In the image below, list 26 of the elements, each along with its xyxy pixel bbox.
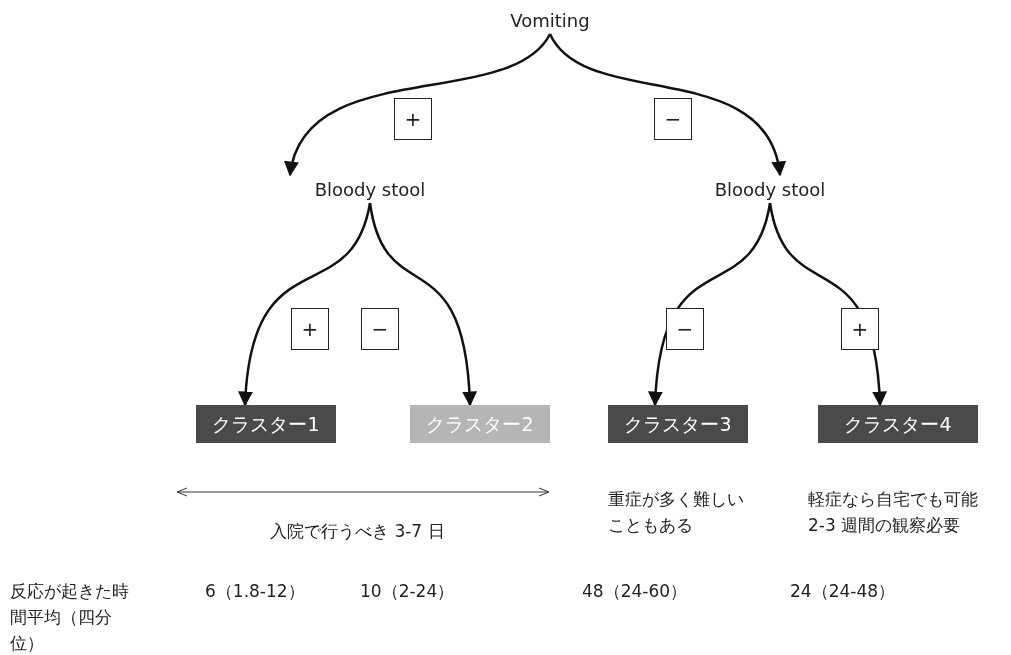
curved-arrow (238, 202, 372, 407)
note-text: 重症が多く難しいこともある (608, 488, 745, 537)
note-text: 軽症なら自宅でも可能 2-3 週間の観察必要 (808, 488, 979, 537)
note-text: 24（24-48） (790, 580, 897, 603)
edge-label: + (291, 308, 329, 350)
edge-label: − (654, 98, 692, 140)
note-text: 10（2-24） (360, 580, 456, 603)
node-label: Bloody stool (705, 175, 835, 203)
curved-arrow (286, 33, 551, 177)
cluster-box: クラスター3 (608, 405, 748, 443)
cluster-box: クラスター4 (818, 405, 978, 443)
edge-label: + (841, 308, 879, 350)
note-text: 入院で行うべき 3-7 日 (270, 520, 446, 543)
cluster-box: クラスター1 (196, 405, 336, 443)
curved-arrow (548, 33, 785, 177)
note-text: 48（24-60） (582, 580, 689, 603)
curved-arrow (648, 202, 772, 407)
edge-label: + (394, 98, 432, 140)
node-label: Bloody stool (305, 175, 435, 203)
note-text: 6（1.8-12） (205, 580, 306, 603)
cluster-box: クラスター2 (410, 405, 550, 443)
note-text: 反応が起きた時間平均（四分位） (10, 580, 130, 655)
edge-label: − (666, 308, 704, 350)
edge-label: − (361, 308, 399, 350)
curved-arrow (368, 202, 477, 407)
node-label: Vomiting (500, 6, 600, 34)
